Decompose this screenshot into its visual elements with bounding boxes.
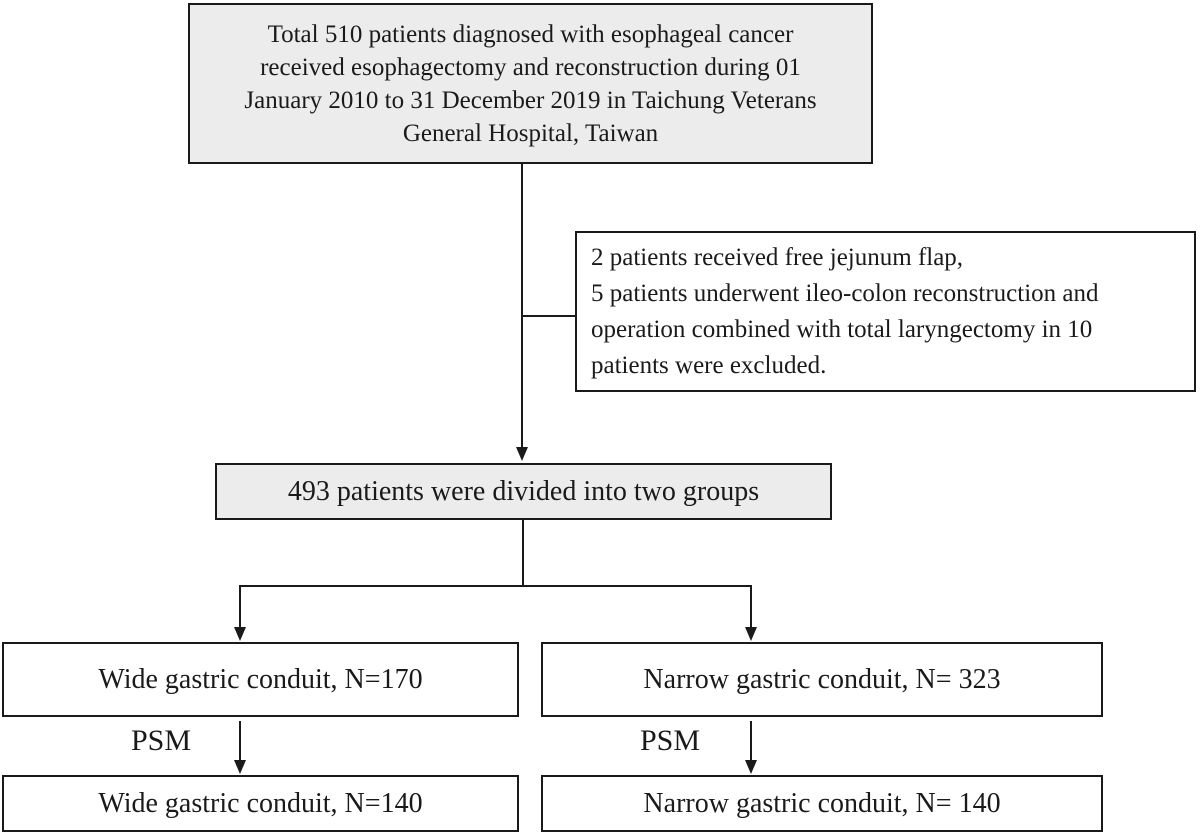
flow-box-exclusions: 2 patients received free jejunum flap, 5… xyxy=(575,231,1196,392)
flow-box-wide-conduit: Wide gastric conduit, N=170 xyxy=(2,642,519,717)
total-patients-line: January 2010 to 31 December 2019 in Taic… xyxy=(244,86,817,114)
exclusion-line: patients were excluded. xyxy=(591,351,827,379)
total-patients-line: General Hospital, Taiwan xyxy=(402,119,659,147)
arrowhead-left-group xyxy=(234,627,246,641)
flow-box-narrow-conduit-psm: Narrow gastric conduit, N= 140 xyxy=(541,775,1103,832)
narrow-conduit-text: Narrow gastric conduit, N= 323 xyxy=(643,663,1001,695)
arrowhead-to-divide xyxy=(516,447,528,461)
flow-box-wide-conduit-psm: Wide gastric conduit, N=140 xyxy=(2,775,519,832)
psm-label-left: PSM xyxy=(131,724,192,757)
total-patients-line: received esophagectomy and reconstructio… xyxy=(260,53,801,81)
arrowhead-psm-left xyxy=(234,760,246,774)
exclusion-line: 2 patients received free jejunum flap, xyxy=(591,243,964,271)
flow-box-total-patients: Total 510 patients diagnosed with esopha… xyxy=(188,3,873,164)
divided-groups-text: 493 patients were divided into two group… xyxy=(287,475,760,507)
psm-label-right: PSM xyxy=(640,724,701,757)
exclusion-line: 5 patients underwent ileo-colon reconstr… xyxy=(591,279,1099,307)
wide-conduit-psm-text: Wide gastric conduit, N=140 xyxy=(98,787,423,819)
arrowhead-psm-right xyxy=(745,760,757,774)
exclusion-line: operation combined with total laryngecto… xyxy=(591,315,1093,343)
flow-box-divided-groups: 493 patients were divided into two group… xyxy=(215,463,832,520)
flow-box-narrow-conduit: Narrow gastric conduit, N= 323 xyxy=(541,642,1103,717)
total-patients-line: Total 510 patients diagnosed with esopha… xyxy=(267,20,794,48)
arrowhead-right-group xyxy=(745,627,757,641)
narrow-conduit-psm-text: Narrow gastric conduit, N= 140 xyxy=(643,787,1001,819)
wide-conduit-text: Wide gastric conduit, N=170 xyxy=(98,663,423,695)
